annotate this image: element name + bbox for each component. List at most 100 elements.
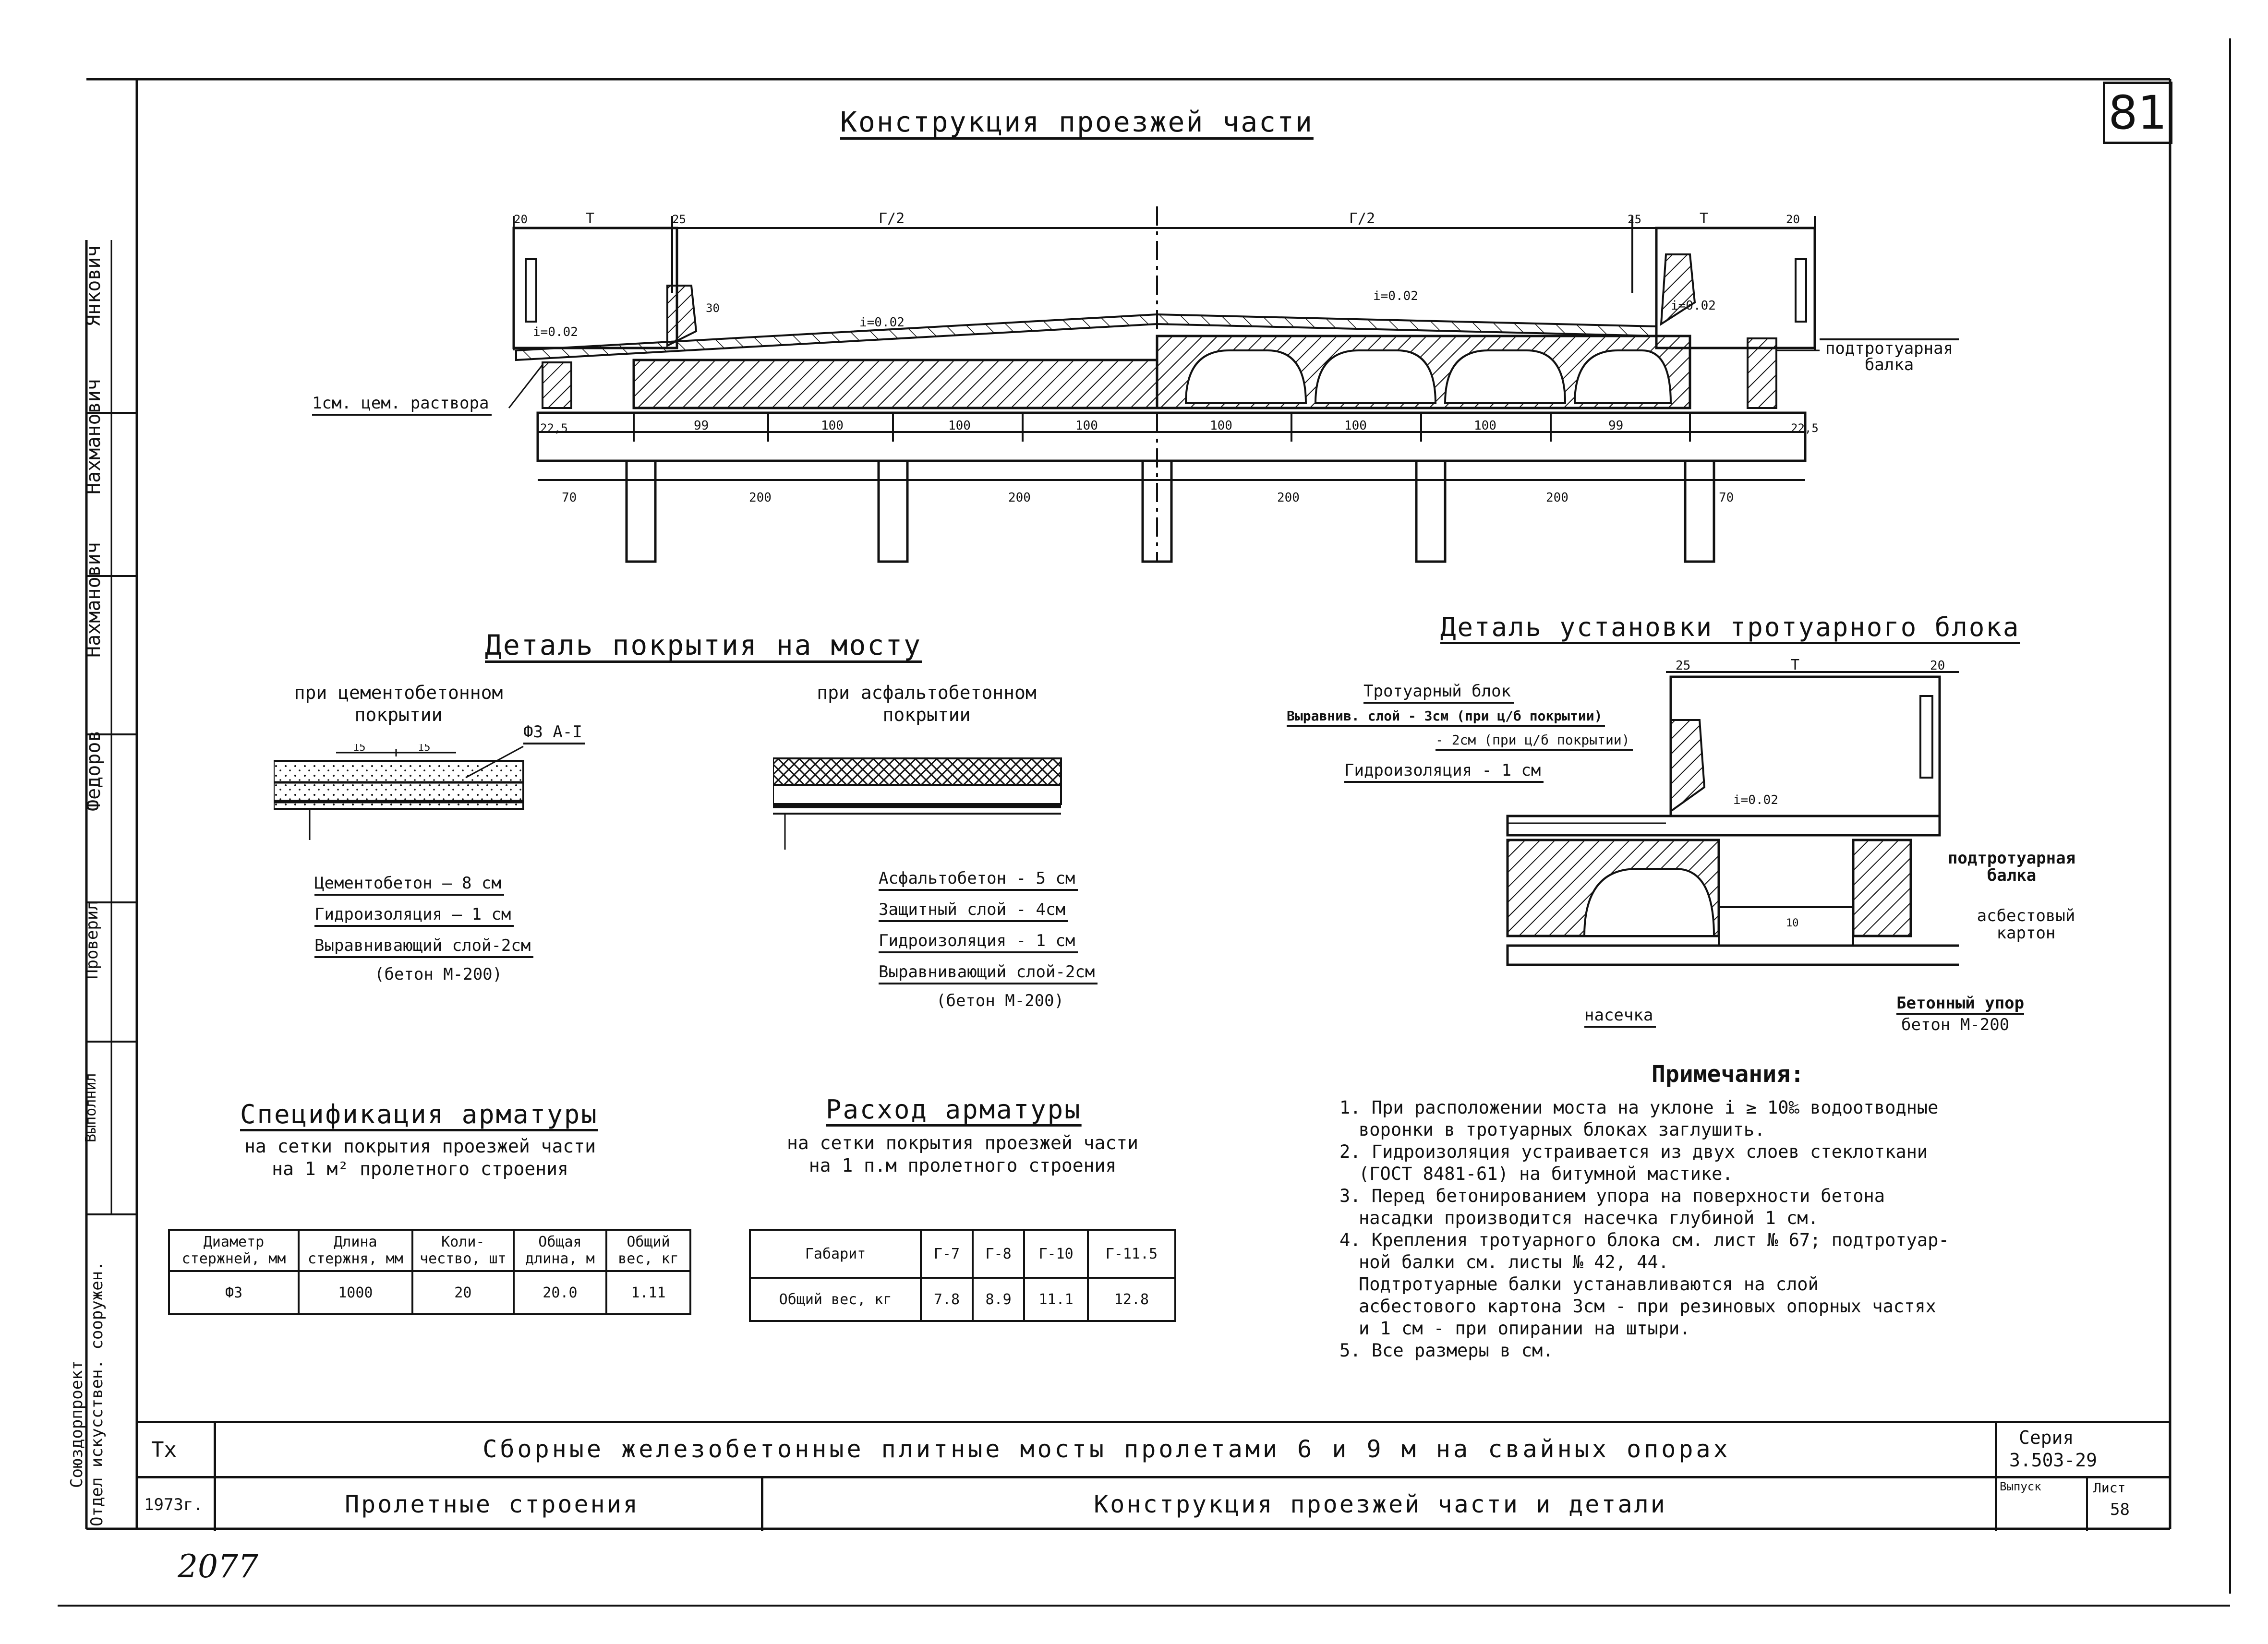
slab-dim-0: 99 bbox=[694, 419, 709, 433]
spec-c3: 20.0 bbox=[512, 1270, 607, 1315]
spec-h3: Общая длина, м bbox=[512, 1229, 607, 1272]
sidewalk-beam-label: подтротуарная балка bbox=[1820, 338, 1959, 373]
consumption-table: Габарит Г-7 Г-8 Г-10 Г-11.5 Общий вес, к… bbox=[748, 1229, 1177, 1322]
consumption-sub-2: на 1 п.м пролетного строения bbox=[808, 1155, 1117, 1176]
rebar-label: Ф3 А-I bbox=[523, 722, 585, 744]
spec-sub-1: на сетки покрытия проезжей части bbox=[244, 1136, 596, 1157]
dim-top-2: 25 bbox=[672, 213, 686, 226]
dim-left: 22,5 bbox=[540, 421, 568, 435]
cement-layer-2: Гидроизоляция — 1 см bbox=[314, 905, 514, 927]
dim-top-5: 25 bbox=[1628, 213, 1641, 226]
note-line-12: 5. Все размеры в см. bbox=[1339, 1340, 1554, 1361]
asphalt-caption: при асфальтобетонном покрытии bbox=[817, 682, 1037, 725]
note-line-1: 1. При расположении моста на уклоне i ≥ … bbox=[1339, 1097, 1939, 1118]
asbestos-label: асбестовый картон bbox=[1977, 906, 2075, 943]
stamp-sheet-number: 58 bbox=[2110, 1500, 2130, 1519]
sheet-number: 81 bbox=[2108, 86, 2167, 140]
consumption-sub-1: на сетки покрытия проезжей части bbox=[786, 1132, 1139, 1153]
asphalt-layer-1: Асфальтобетон - 5 см bbox=[879, 869, 1078, 891]
note-line-11: и 1 см - при опирании на штыри. bbox=[1359, 1318, 1690, 1339]
spec-h0: Диаметр стержней, мм bbox=[168, 1229, 300, 1272]
cement-layer-3: Выравнивающий слой-2см bbox=[314, 936, 534, 958]
notes-title: Примечания: bbox=[1652, 1061, 1804, 1088]
cement-note: (бетон М-200) bbox=[374, 965, 503, 984]
curb-height: 30 bbox=[706, 301, 720, 315]
cons-h3: Г-10 bbox=[1023, 1229, 1089, 1279]
dim-top-0: 20 bbox=[514, 213, 528, 226]
pile-dim-0: 70 bbox=[562, 491, 577, 505]
side-org: Союздорпроект bbox=[67, 1360, 86, 1488]
spacing-1: 15 bbox=[353, 744, 366, 754]
note-line-7: 4. Крепления тротуарного блока см. лист … bbox=[1339, 1230, 1949, 1250]
pile-dim-5: 70 bbox=[1719, 491, 1734, 505]
slope-2: i=0.02 bbox=[859, 315, 905, 330]
spec-c0: Ф3 bbox=[168, 1270, 300, 1315]
main-title: Конструкция проезжей части bbox=[840, 106, 1314, 138]
dim-top-4: Г/2 bbox=[1349, 210, 1375, 227]
cross-section-drawing: 20 Т 25 Г/2 Г/2 25 Т 20 30 i=0.02 i=0.02… bbox=[508, 206, 1820, 563]
pile-dim-1: 200 bbox=[749, 491, 772, 505]
sheet-number-box: 81 bbox=[2103, 82, 2172, 144]
spec-c1: 1000 bbox=[298, 1270, 413, 1315]
cons-c3: 11.1 bbox=[1023, 1277, 1089, 1322]
consumption-title: Расход арматуры bbox=[826, 1094, 1082, 1125]
spec-h4: Общий вес, кг bbox=[605, 1229, 692, 1272]
sidewalk-dim-20: 20 bbox=[1930, 659, 1945, 673]
side-name-1: Янкович bbox=[83, 245, 105, 326]
slope-1: i=0.02 bbox=[533, 325, 578, 339]
spacing-2: 15 bbox=[418, 744, 431, 754]
waterproof-label: Гидроизоляция - 1 см bbox=[1344, 761, 1544, 783]
slab-dim-2: 100 bbox=[948, 419, 971, 433]
leveling-label-2: - 2см (при ц/б покрытии) bbox=[1436, 732, 1633, 751]
cons-h4: Г-11.5 bbox=[1086, 1229, 1177, 1279]
spec-title: Спецификация арматуры bbox=[240, 1099, 598, 1129]
note-line-10: асбестового картона 3см - при резиновых … bbox=[1359, 1296, 1936, 1317]
note-line-2: воронки в тротуарных блоках заглушить. bbox=[1359, 1119, 1765, 1140]
stamp-sheet-label: Лист bbox=[2093, 1480, 2126, 1496]
stamp-series: 3.503-29 bbox=[2009, 1450, 2098, 1471]
spec-c2: 20 bbox=[411, 1270, 515, 1315]
cement-layers-drawing: 15 15 bbox=[274, 744, 524, 840]
pavement-title: Деталь покрытия на мосту bbox=[485, 629, 922, 661]
asphalt-layer-2: Защитный слой - 4см bbox=[879, 900, 1068, 922]
slab-dim-6: 100 bbox=[1474, 419, 1496, 433]
cons-h0: Габарит bbox=[748, 1229, 922, 1279]
sidewalk-dim-T: Т bbox=[1791, 658, 1799, 673]
side-name-2: Нахманович bbox=[83, 379, 105, 494]
dim-top-6: Т bbox=[1700, 210, 1708, 227]
side-role-done: Выполнил bbox=[83, 1073, 99, 1143]
slab-dim-5: 100 bbox=[1344, 419, 1367, 433]
cons-c2: 8.9 bbox=[971, 1277, 1025, 1322]
pile-dim-2: 200 bbox=[1008, 491, 1031, 505]
cons-h2: Г-8 bbox=[971, 1229, 1025, 1279]
asphalt-note: (бетон М-200) bbox=[936, 991, 1064, 1010]
note-line-3: 2. Гидроизоляция устраивается из двух сл… bbox=[1339, 1141, 1928, 1162]
pile-dim-4: 200 bbox=[1546, 491, 1568, 505]
sub-sidewalk-beam-label: подтротуарная балка bbox=[1947, 849, 2076, 885]
side-role-checked: Проверил bbox=[83, 900, 102, 979]
sidewalk-slope: i=0.02 bbox=[1733, 793, 1778, 807]
spec-c4: 1.11 bbox=[605, 1270, 692, 1315]
notes-list: 1. При расположении моста на уклоне i ≥ … bbox=[1339, 1097, 2156, 1362]
note-line-9: Подтротуарные балки устанавливаются на с… bbox=[1359, 1274, 1819, 1295]
concrete-stop-label-2: бетон М-200 bbox=[1901, 1015, 2010, 1034]
concrete-stop-label: Бетонный упор bbox=[1896, 994, 2025, 1015]
slab-dim-7: 99 bbox=[1608, 419, 1623, 433]
sidewalk-title: Деталь установки тротуарного блока bbox=[1440, 612, 2020, 642]
side-org-2: Отдел искусствен. сооружен. bbox=[87, 1261, 107, 1526]
mortar-label: 1см. цем. раствора bbox=[312, 394, 492, 416]
side-name-3: Нахманович bbox=[83, 542, 105, 658]
asphalt-layer-4: Выравнивающий слой-2см bbox=[879, 962, 1098, 984]
slab-dim-3: 100 bbox=[1075, 419, 1098, 433]
stamp-tx: Тх bbox=[151, 1438, 177, 1462]
stamp-section: Пролетные строения bbox=[345, 1490, 639, 1518]
stamp-sheet-title: Конструкция проезжей части и детали bbox=[1094, 1490, 1667, 1518]
note-line-5: 3. Перед бетонированием упора на поверхн… bbox=[1339, 1186, 1885, 1206]
stamp-issue-label: Выпуск bbox=[2000, 1480, 2041, 1493]
sidewalk-detail-drawing: i=0.02 25 Т 20 10 bbox=[1506, 658, 1959, 966]
sidewalk-block-label: Тротуарный блок bbox=[1363, 682, 1514, 704]
note-line-8: ной балки см. листы № 42, 44. bbox=[1359, 1252, 1669, 1272]
leveling-label-1: Выравнив. слой - 3см (при ц/б покрытии) bbox=[1287, 708, 1605, 727]
side-name-4: Федоров bbox=[83, 730, 105, 811]
